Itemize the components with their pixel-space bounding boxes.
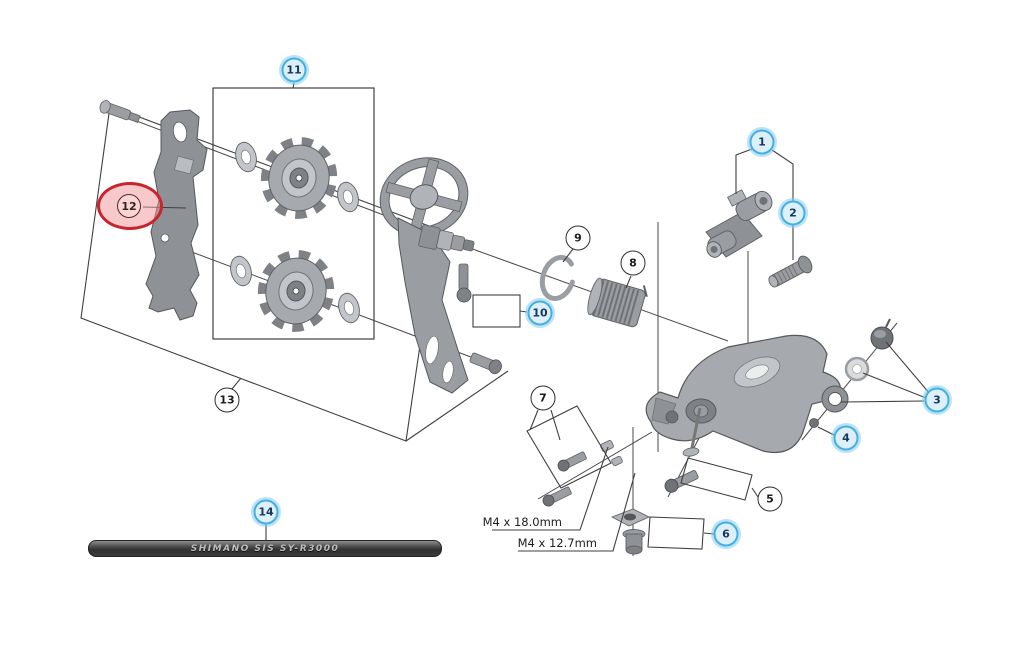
assembly-axis-lines (112, 111, 898, 556)
callout-12-highlighted[interactable]: 12 (117, 194, 141, 218)
part-cable-14: SHIMANO SIS SY-R3000 (88, 540, 442, 557)
cable-print-text: SHIMANO SIS SY-R3000 (190, 543, 340, 554)
callout-14[interactable]: 14 (253, 499, 279, 525)
leader-lines (142, 82, 931, 552)
callout-2[interactable]: 2 (780, 200, 806, 226)
callout-13[interactable]: 13 (214, 387, 240, 413)
callout-1[interactable]: 1 (749, 129, 775, 155)
callout-6[interactable]: 6 (713, 521, 739, 547)
part-inner-plate-12 (145, 109, 208, 321)
part-bracket-bolt-2 (768, 255, 813, 288)
part-spring-8 (587, 277, 648, 328)
callout-3[interactable]: 3 (924, 387, 950, 413)
callout-4[interactable]: 4 (833, 425, 859, 451)
callout-11[interactable]: 11 (281, 57, 307, 83)
dimension-label-m4x18: M4 x 18.0mm (482, 515, 562, 529)
part-bolts-7 (542, 440, 623, 507)
part-anchor-6 (610, 508, 651, 555)
callout-7[interactable]: 7 (530, 385, 556, 411)
part-snap-ring-9 (539, 254, 577, 302)
callout-5[interactable]: 5 (757, 486, 783, 512)
part-plate-bolt (99, 100, 141, 123)
part-pin-4 (809, 418, 819, 428)
callout-9[interactable]: 9 (565, 225, 591, 251)
part-main-body (645, 334, 842, 457)
part-pulley-washers (230, 141, 360, 324)
part-bracket-axle-1 (705, 189, 773, 258)
part-adjust-set-3 (821, 318, 894, 413)
part-pulleys-11 (257, 137, 338, 332)
callout-8[interactable]: 8 (620, 250, 646, 276)
dimension-label-m4x127: M4 x 12.7mm (517, 536, 597, 550)
part-outer-plate (379, 157, 502, 394)
callout-10[interactable]: 10 (527, 300, 553, 326)
